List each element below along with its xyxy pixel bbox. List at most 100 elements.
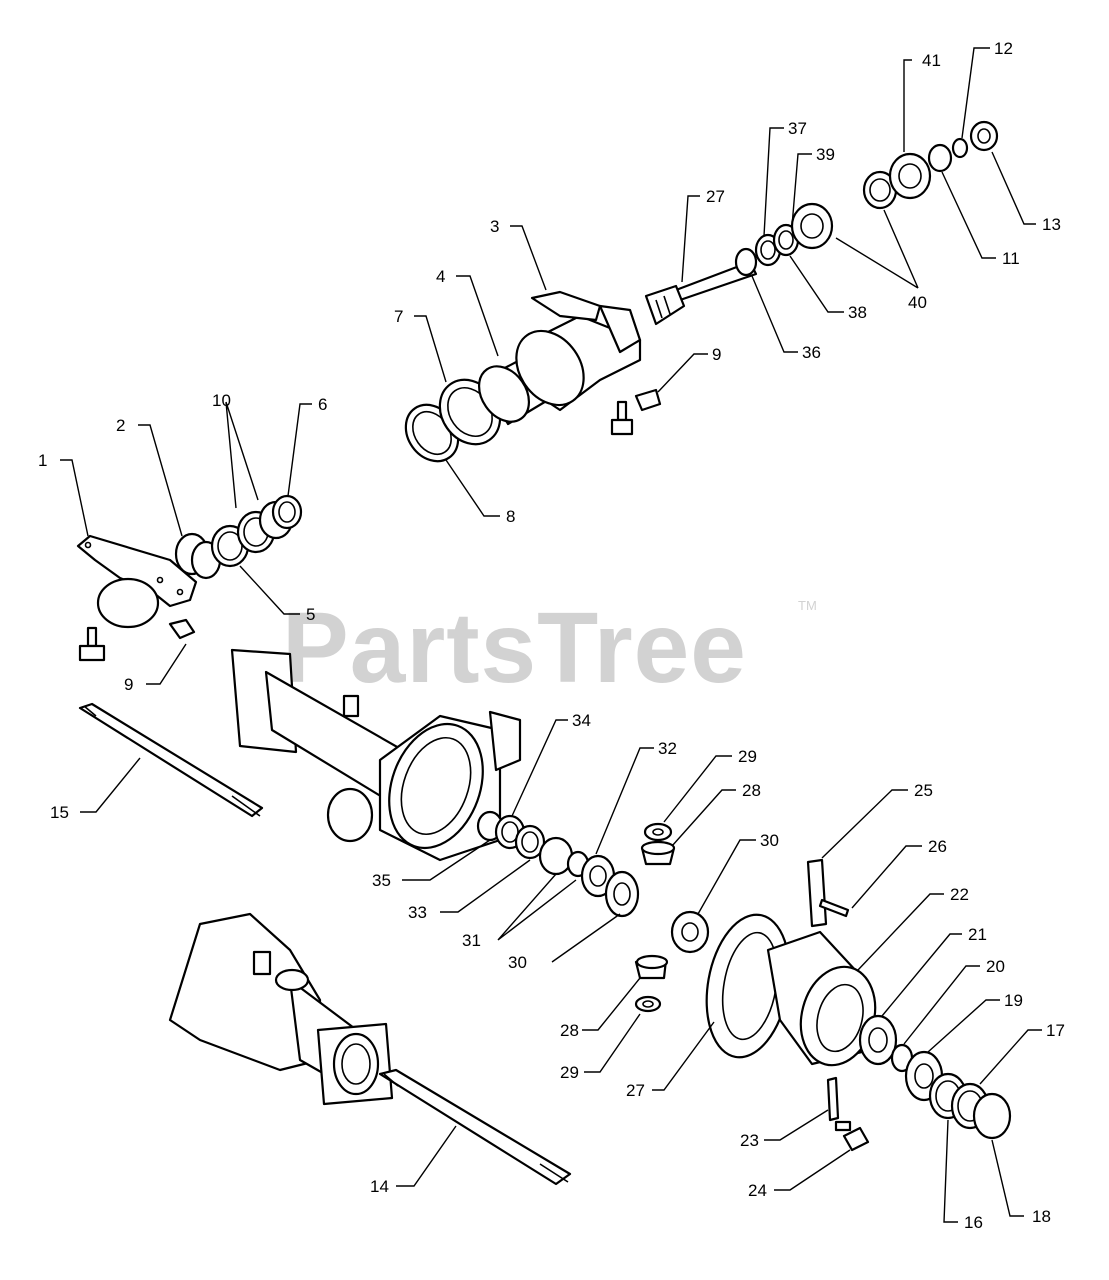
leader-18 [991, 1139, 1024, 1217]
part-29-washer-lower [634, 995, 662, 1013]
callout-39: 39 [816, 145, 835, 164]
callout-10: 10 [212, 391, 231, 410]
part-18-cap [972, 1092, 1012, 1140]
callout-9-upper: 9 [712, 345, 721, 364]
leader-29-upper [663, 755, 732, 823]
leader-34 [511, 719, 568, 817]
part-9-bolt-left [78, 618, 196, 662]
leader-41 [903, 59, 912, 152]
callout-38: 38 [848, 303, 867, 322]
leader-33 [440, 859, 531, 913]
callout-23: 23 [740, 1131, 759, 1150]
leader-2 [138, 424, 183, 537]
part-3-upper-housing [515, 290, 642, 412]
leader-19 [927, 999, 1000, 1053]
leader-30-upper [697, 839, 756, 915]
callout-32: 32 [658, 739, 677, 758]
callout-36: 36 [802, 343, 821, 362]
callout-27-lower: 27 [626, 1081, 645, 1100]
leader-8 [445, 459, 500, 517]
leader-31 [497, 873, 577, 941]
part-1-yoke-bracket [76, 534, 198, 629]
callout-11: 11 [1002, 249, 1020, 268]
leader-23 [764, 1109, 829, 1141]
part-23-bracket [826, 1076, 840, 1122]
leader-14 [396, 1125, 457, 1187]
leader-36 [751, 275, 798, 353]
callout-3: 3 [490, 217, 499, 236]
leader-39 [791, 153, 812, 227]
part-41-bearing [888, 152, 932, 200]
part-9-bolt-upper [610, 388, 662, 436]
leader-22 [857, 893, 944, 971]
callout-17: 17 [1046, 1021, 1065, 1040]
leader-13 [991, 151, 1036, 225]
leader-40 [835, 209, 919, 289]
callout-12: 12 [994, 39, 1013, 58]
watermark-text: PartsTree [282, 592, 747, 704]
callout-16: 16 [964, 1213, 983, 1232]
part-30-side-gear-upper [604, 870, 640, 918]
callout-22: 22 [950, 885, 969, 904]
callout-14: 14 [370, 1177, 389, 1196]
part-15-axle-shaft [78, 702, 264, 818]
part-13-nut [969, 120, 999, 152]
callout-21: 21 [968, 925, 987, 944]
leader-27-upper [681, 195, 700, 283]
leader-5 [239, 565, 300, 615]
part-28-pinion-lower [634, 954, 669, 980]
leader-10 [225, 401, 259, 509]
leader-28-lower [582, 977, 641, 1031]
callout-20: 20 [986, 957, 1005, 976]
callout-33: 33 [408, 903, 427, 922]
leader-20 [903, 965, 980, 1045]
callout-18: 18 [1032, 1207, 1051, 1226]
leader-12 [961, 47, 990, 139]
callout-5: 5 [306, 605, 315, 624]
leader-3 [510, 225, 547, 291]
leader-30-lower [551, 913, 621, 963]
leader-27-lower [652, 1021, 715, 1091]
part-24-bolt [834, 1120, 870, 1152]
callout-40: 40 [908, 293, 927, 312]
part-25-cross-shaft [806, 858, 828, 928]
part-26-pin [818, 898, 850, 918]
leader-1 [60, 459, 89, 537]
callout-29-upper: 29 [738, 747, 757, 766]
leader-38 [789, 255, 844, 313]
callout-1: 1 [38, 451, 47, 470]
callout-9-left: 9 [124, 675, 133, 694]
leader-17 [979, 1029, 1042, 1085]
part-31-bearings [538, 836, 590, 878]
callout-41: 41 [922, 51, 941, 70]
callout-35: 35 [372, 871, 391, 890]
leader-29-lower [584, 1013, 641, 1073]
watermark-trademark: TM [798, 598, 817, 613]
part-28-pinion-upper [640, 840, 676, 866]
leader-9-upper [657, 353, 708, 393]
leader-25 [821, 789, 908, 859]
axle-housing-left [230, 648, 522, 862]
part-14-axle-shaft [378, 1068, 572, 1186]
callout-37: 37 [788, 119, 807, 138]
leader-37 [763, 127, 784, 237]
callout-6: 6 [318, 395, 327, 414]
leader-9-left [146, 643, 187, 685]
part-30-side-gear-lower [670, 910, 710, 954]
callout-34: 34 [572, 711, 591, 730]
part-39-bearing [790, 202, 834, 250]
callout-layer: 1 2 10 6 5 9 15 7 4 3 8 27 9 37 39 36 38 [38, 39, 1065, 1232]
leader-24 [774, 1149, 851, 1191]
callout-4: 4 [436, 267, 445, 286]
leader-16 [943, 1119, 958, 1223]
leader-7 [414, 315, 447, 383]
callout-19: 19 [1004, 991, 1023, 1010]
callout-29-lower: 29 [560, 1063, 579, 1082]
leader-21 [881, 933, 962, 1017]
callout-28-upper: 28 [742, 781, 761, 800]
part-36-washer [734, 247, 758, 277]
callout-28-lower: 28 [560, 1021, 579, 1040]
leader-28-upper [671, 789, 736, 847]
part-6-seal [271, 494, 303, 530]
